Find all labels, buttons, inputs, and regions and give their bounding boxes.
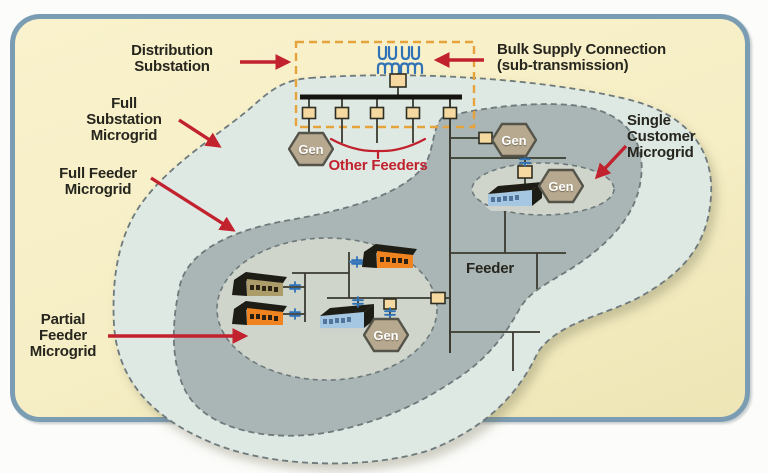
breaker-icon (301, 106, 317, 120)
transformer-icon (289, 281, 301, 293)
label-full-feeder-microgrid: Full Feeder Microgrid (59, 165, 137, 199)
breaker-icon (517, 165, 533, 179)
callout-arrows (108, 52, 628, 344)
gen-badge-feeder-top: Gen (491, 122, 537, 158)
transformer-icon (351, 256, 363, 268)
label-other-feeders: Other Feeders (328, 157, 428, 174)
label-full-substation-microgrid: Full Substation Microgrid (86, 95, 162, 145)
building-icon-tan (232, 272, 287, 296)
other-feeders-brace (329, 137, 427, 160)
gen-label: Gen (548, 178, 574, 194)
transformer-icon (384, 307, 396, 319)
distribution-substation-box (294, 40, 476, 129)
breaker-icon (430, 291, 446, 305)
transformer-icon (352, 296, 364, 308)
breaker-icons (301, 73, 533, 310)
gen-badge-single-customer: Gen (538, 168, 584, 204)
gen-badge-substation: Gen (288, 131, 334, 167)
gen-label: Gen (501, 132, 527, 148)
label-distribution-substation: Distribution Substation (131, 42, 213, 76)
arrow-full-substation (178, 118, 222, 148)
building-icon-orange-left (232, 301, 287, 325)
gen-badge-partial-feeder: Gen (363, 317, 409, 353)
breaker-icon (369, 106, 385, 120)
label-feeder: Feeder (466, 260, 514, 277)
transformer-icon (519, 155, 531, 167)
transformer-icon (289, 308, 301, 320)
breaker-icon (442, 106, 458, 120)
label-single-customer-microgrid: Single Customer Microgrid (627, 112, 696, 162)
gen-label: Gen (373, 327, 399, 343)
gen-label: Gen (298, 141, 324, 157)
label-bulk-supply-connection: Bulk Supply Connection (sub-transmission… (497, 41, 666, 75)
arrow-single-customer (594, 144, 628, 180)
building-icon-orange-top (362, 244, 417, 268)
breaker-icon (389, 73, 407, 88)
arrow-full-feeder (150, 176, 236, 232)
breaker-icon (405, 106, 421, 120)
building-icon-blue-single (485, 182, 542, 211)
mini-transformer-icons (289, 155, 531, 320)
bulk-transformer-icon (376, 45, 424, 75)
label-partial-feeder-microgrid: Partial Feeder Microgrid (29, 311, 97, 361)
breaker-icon (334, 106, 350, 120)
